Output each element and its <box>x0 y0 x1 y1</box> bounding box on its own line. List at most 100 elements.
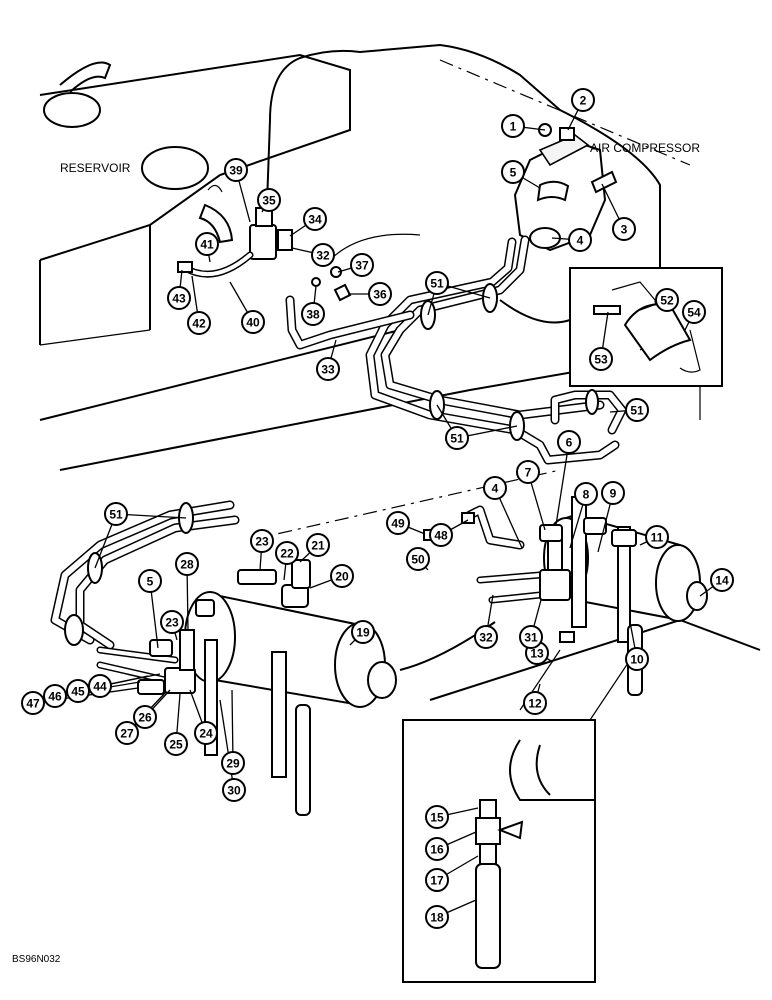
callout-ring <box>386 511 410 535</box>
callout-ring <box>195 232 219 256</box>
callout-45: 45 <box>66 679 90 703</box>
callout-ring <box>21 691 45 715</box>
leader-line-29 <box>231 689 234 764</box>
callout-5: 5 <box>501 160 525 184</box>
callout-28: 28 <box>175 552 199 576</box>
callout-30: 30 <box>222 778 246 802</box>
callout-35: 35 <box>257 188 281 212</box>
callout-51: 51 <box>104 502 128 526</box>
callout-ring <box>425 805 449 829</box>
callout-1: 1 <box>501 114 525 138</box>
callout-number: 6 <box>566 436 573 450</box>
callout-number: 15 <box>430 811 444 825</box>
callout-ring <box>474 625 498 649</box>
callout-ring <box>306 533 330 557</box>
callout-number: 37 <box>355 259 369 273</box>
callout-18: 18 <box>425 905 449 929</box>
callout-26: 26 <box>133 705 157 729</box>
callout-ring <box>133 705 157 729</box>
callout-46: 46 <box>43 684 67 708</box>
callout-ring <box>43 684 67 708</box>
callout-number: 18 <box>430 911 444 925</box>
callout-ring <box>445 426 469 450</box>
callout-ring <box>175 552 199 576</box>
callout-37: 37 <box>350 253 374 277</box>
callout-number: 26 <box>138 711 152 725</box>
callout-ring <box>425 868 449 892</box>
callout-ring <box>625 647 649 671</box>
callout-number: 51 <box>430 277 444 291</box>
callout-ring <box>351 620 375 644</box>
callout-number: 5 <box>147 575 154 589</box>
callout-number: 43 <box>172 292 186 306</box>
callout-ring <box>557 430 581 454</box>
callout-39: 39 <box>224 158 248 182</box>
callout-ring <box>224 158 248 182</box>
callout-ring <box>483 476 507 500</box>
callout-2: 2 <box>571 88 595 112</box>
callout-ring <box>241 310 265 334</box>
callout-ring <box>160 610 184 634</box>
callout-33: 33 <box>316 357 340 381</box>
callout-number: 13 <box>530 647 544 661</box>
callout-ring <box>104 502 128 526</box>
callout-15: 15 <box>425 805 449 829</box>
leader-line-6 <box>555 441 570 526</box>
callout-ring <box>88 674 112 698</box>
callout-24: 24 <box>194 721 218 745</box>
callout-ring <box>501 160 525 184</box>
callout-number: 40 <box>246 316 260 330</box>
callout-ring <box>350 253 374 277</box>
callout-32: 32 <box>474 625 498 649</box>
callout-ring <box>138 569 162 593</box>
callout-number: 34 <box>308 213 322 227</box>
callout-ring <box>425 905 449 929</box>
callout-36: 36 <box>368 282 392 306</box>
callout-ring <box>167 286 191 310</box>
callout-51: 51 <box>625 398 649 422</box>
callout-ring <box>655 288 679 312</box>
callout-41: 41 <box>195 232 219 256</box>
callout-number: 41 <box>200 238 214 252</box>
callout-number: 2 <box>580 94 587 108</box>
callout-number: 30 <box>227 784 241 798</box>
callout-number: 4 <box>492 482 499 496</box>
callout-ring <box>625 398 649 422</box>
callout-ring <box>516 460 540 484</box>
callout-49: 49 <box>386 511 410 535</box>
callout-ring <box>645 525 669 549</box>
callout-ring <box>601 481 625 505</box>
callout-number: 19 <box>356 626 370 640</box>
callout-8: 8 <box>574 482 598 506</box>
callout-number: 1 <box>510 120 517 134</box>
callout-number: 51 <box>450 432 464 446</box>
leader-line-30 <box>219 699 235 791</box>
callout-number: 8 <box>583 488 590 502</box>
callout-number: 42 <box>192 317 206 331</box>
callout-4: 4 <box>483 476 507 500</box>
callout-number: 32 <box>316 249 330 263</box>
air-tank-left <box>184 559 496 816</box>
callout-number: 51 <box>109 508 123 522</box>
callout-ring <box>194 721 218 745</box>
callout-ring <box>164 732 188 756</box>
callout-ring <box>425 271 449 295</box>
callout-number: 24 <box>199 727 213 741</box>
callout-ring <box>311 243 335 267</box>
callout-5: 5 <box>138 569 162 593</box>
callout-16: 16 <box>425 837 449 861</box>
callout-number: 22 <box>280 547 294 561</box>
callout-51: 51 <box>425 271 449 295</box>
callout-ring <box>523 691 547 715</box>
callout-ring <box>303 207 327 231</box>
callout-ring <box>429 523 453 547</box>
callout-number: 35 <box>262 194 276 208</box>
callout-ring <box>368 282 392 306</box>
callout-number: 44 <box>93 680 107 694</box>
callout-number: 28 <box>180 558 194 572</box>
callout-52: 52 <box>655 288 679 312</box>
callout-54: 54 <box>682 300 706 324</box>
callout-number: 48 <box>434 529 448 543</box>
callout-number: 27 <box>120 727 134 741</box>
